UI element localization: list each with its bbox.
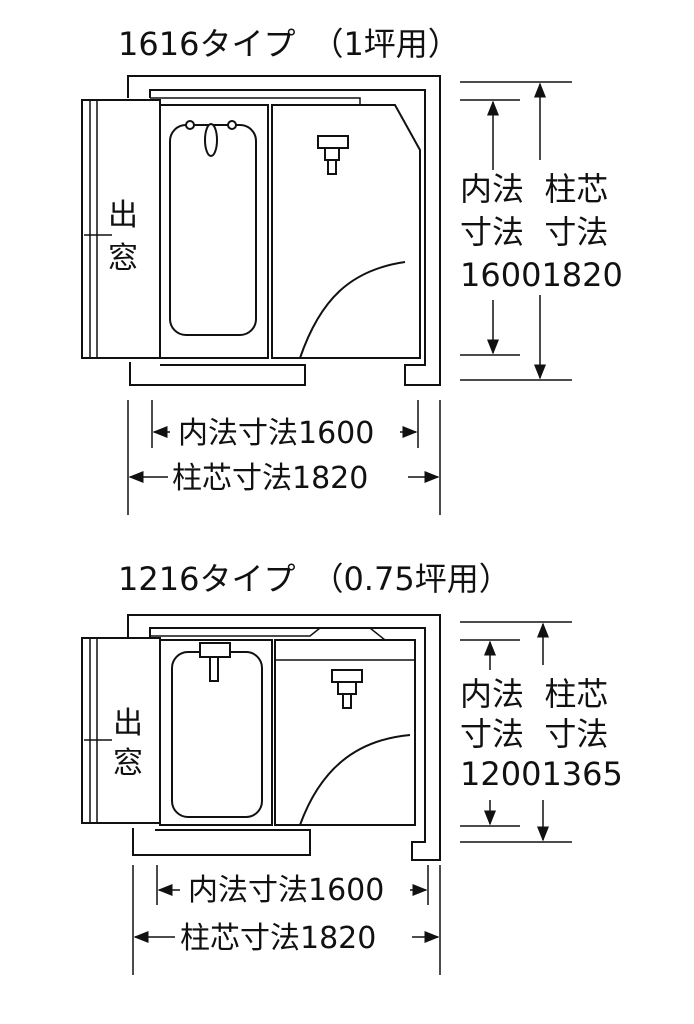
pillar-dimension-label: 柱芯寸法1820 bbox=[180, 921, 376, 956]
dimension-label-row2: 寸法 寸法 bbox=[460, 715, 608, 753]
washing-area bbox=[274, 639, 416, 826]
dimension-label-row2: 寸法 寸法 bbox=[460, 213, 608, 251]
window-label: 出 bbox=[108, 198, 138, 233]
window-label: 窓 bbox=[113, 746, 143, 781]
dimension-label-row1: 内法 柱芯 bbox=[460, 675, 608, 713]
walls bbox=[127, 75, 441, 386]
vertical-dimensions: 内法 柱芯 寸法 寸法 16001820 bbox=[460, 81, 623, 381]
shower-faucet-icon bbox=[317, 135, 349, 149]
pillar-dimension-label: 柱芯寸法1820 bbox=[172, 461, 368, 496]
plan-title: 1216タイプ （0.75坪用） bbox=[118, 560, 511, 598]
plan-1616: 1616タイプ （1坪用） 出 窓 bbox=[81, 25, 623, 515]
walls bbox=[127, 614, 441, 861]
inner-dimension-label: 内法寸法1600 bbox=[178, 416, 374, 451]
bay-window: 出 窓 bbox=[81, 99, 161, 359]
washing-area bbox=[271, 104, 421, 359]
horizontal-dimensions: 内法寸法1600 柱芯寸法1820 bbox=[127, 400, 441, 515]
bathtub bbox=[159, 639, 273, 826]
window-label: 出 bbox=[113, 706, 143, 741]
dimension-label-row1: 内法 柱芯 bbox=[460, 170, 608, 208]
plan-1216: 1216タイプ （0.75坪用） 出 窓 bbox=[81, 560, 623, 975]
shower-faucet-icon bbox=[331, 669, 363, 683]
bay-window: 出 窓 bbox=[81, 637, 161, 824]
dimension-values: 16001820 bbox=[460, 256, 623, 294]
window-label: 窓 bbox=[108, 241, 138, 276]
horizontal-dimensions: 内法寸法1600 柱芯寸法1820 bbox=[132, 865, 441, 975]
faucet-icon bbox=[204, 123, 218, 157]
vertical-dimensions: 内法 柱芯 寸法 寸法 12001365 bbox=[460, 621, 623, 843]
plan-title: 1616タイプ （1坪用） bbox=[118, 25, 460, 63]
dimension-values: 12001365 bbox=[460, 755, 623, 793]
bathtub bbox=[159, 104, 269, 359]
faucet-icon bbox=[199, 642, 231, 658]
inner-dimension-label: 内法寸法1600 bbox=[188, 873, 384, 908]
